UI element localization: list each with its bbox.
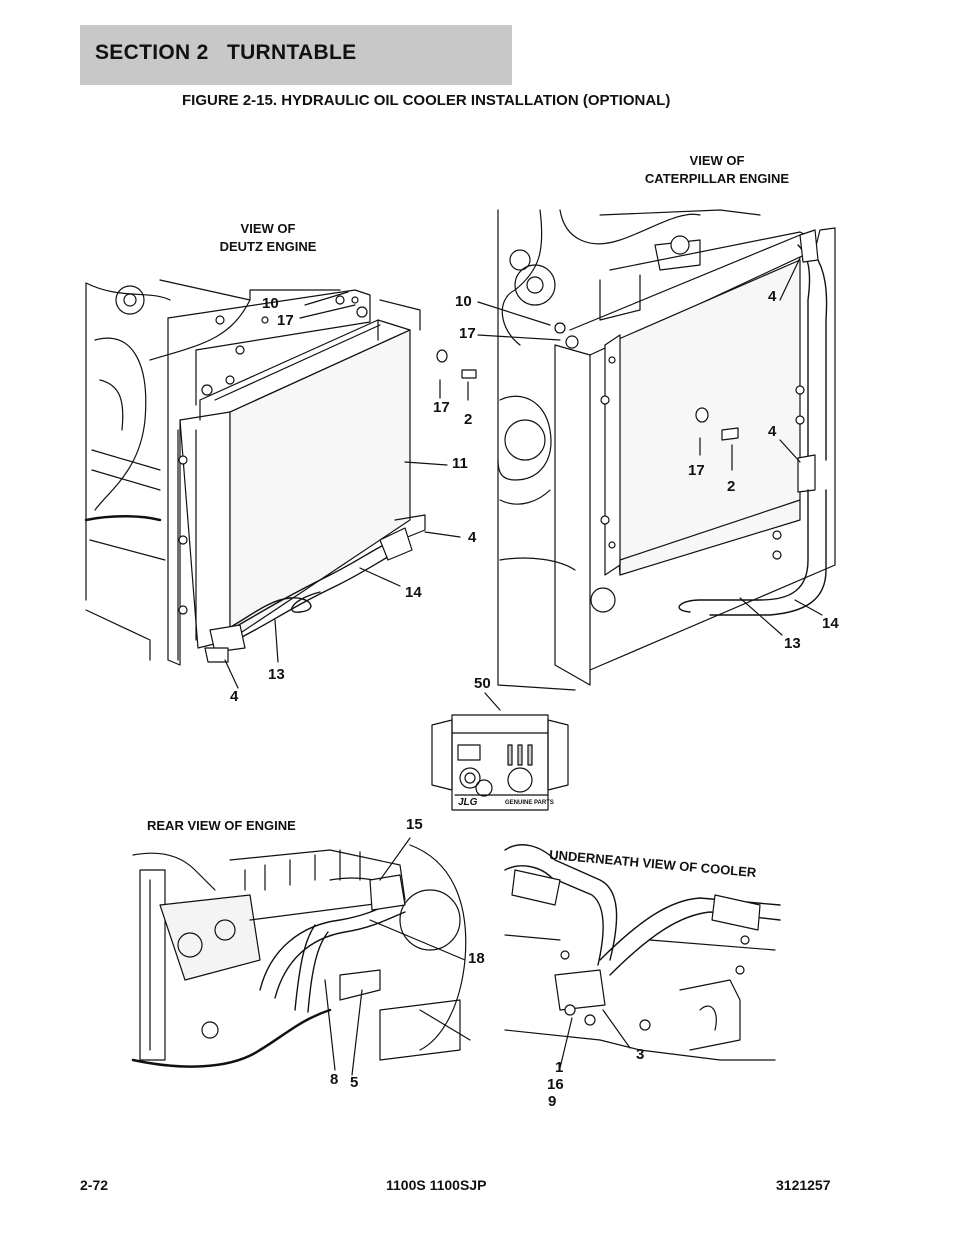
callout-under-16: 16 [547,1076,564,1093]
callout-deutz-2: 2 [464,411,473,428]
rear-engine-view [131,837,471,1076]
callout-deutz-11: 11 [452,455,468,472]
callout-deutz-14: 14 [405,584,422,601]
callout-under-3: 3 [636,1046,645,1063]
callout-cat-4a: 4 [768,288,777,305]
kit-genuine-parts-label: GENUINE PARTS [505,800,554,806]
callout-deutz-13: 13 [268,666,285,683]
callout-cat-17a: 17 [459,325,476,342]
callout-deutz-10: 10 [262,295,279,312]
deutz-view-label-line1: VIEW OF [240,221,296,236]
rear-view-label: REAR VIEW OF ENGINE [147,818,296,833]
callout-rear-15: 15 [406,816,423,833]
deutz-view-label-line2: DEUTZ ENGINE [219,238,317,254]
deutz-engine-view [84,279,477,689]
caterpillar-view-label: VIEW OF CATERPILLAR ENGINE [630,152,804,187]
section-header-bar [80,25,512,85]
callout-rear-18: 18 [468,950,485,967]
callout-cat-14: 14 [822,615,839,632]
callout-cat-2: 2 [727,478,736,495]
callout-under-9: 9 [548,1093,557,1110]
callout-cat-4b: 4 [768,423,777,440]
callout-under-1: 1 [555,1059,564,1076]
footer-doc-number: 3121257 [776,1177,831,1193]
callout-cat-17b: 17 [688,462,705,479]
callout-deutz-17b: 17 [433,399,450,416]
caterpillar-engine-view [477,209,836,691]
callout-rear-8: 8 [330,1071,339,1088]
figure-title: FIGURE 2-15. HYDRAULIC OIL COOLER INSTAL… [182,92,671,109]
caterpillar-view-label-line2: CATERPILLAR ENGINE [644,170,790,186]
callout-rear-5: 5 [350,1074,359,1091]
underneath-cooler-view [504,844,781,1069]
callout-deutz-4b: 4 [230,688,239,705]
footer-page-number: 2-72 [80,1177,109,1193]
kit-logo: JLG [458,797,478,808]
callout-deutz-17a: 17 [277,312,294,329]
section-title: SECTION 2 TURNTABLE [95,41,357,64]
callout-kit-50: 50 [474,675,491,692]
callout-deutz-4a: 4 [468,529,477,546]
deutz-view-label: VIEW OF DEUTZ ENGINE [198,220,338,255]
callout-cat-13: 13 [784,635,801,652]
footer-model: 1100S 1100SJP [386,1177,487,1193]
caterpillar-view-label-line1: VIEW OF [689,153,745,168]
callout-cat-10: 10 [455,293,472,310]
parts-kit-box [431,692,569,811]
